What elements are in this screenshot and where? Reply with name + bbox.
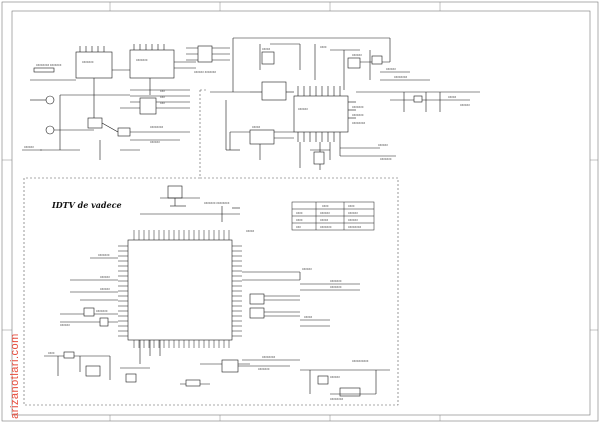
tuner-pin-labels: XXXXXXXX XXXXXXX XXXXXXX XXXXXXX XXXXXXX… (24, 59, 165, 149)
svg-text:XXXXX: XXXXX (246, 230, 255, 233)
decoder-top-parts (140, 185, 240, 222)
svg-text:XXXXXXX: XXXXXXX (352, 114, 364, 117)
svg-text:XXXX: XXXX (296, 212, 303, 215)
svg-text:XXXXXX: XXXXXX (352, 54, 362, 57)
decoder-right-labels: XXXXXX XXXXXXX XXXXXXX XXXXX XXXXXXXX XX… (258, 268, 342, 371)
svg-text:XXXXXX: XXXXXX (348, 212, 358, 215)
svg-text:XXXXXXX: XXXXXXX (96, 310, 108, 313)
svg-text:XXXXXXX: XXXXXXX (352, 106, 364, 109)
svg-text:XXXX: XXXX (296, 219, 303, 222)
bottom-connector-labels: XXXXXXXXXX XXXXXX XXXXXXXX (330, 360, 369, 401)
decoder-left-peripherals (44, 257, 161, 383)
svg-text:XXXXX: XXXXX (262, 48, 271, 51)
svg-text:XXXXXXX: XXXXXXX (330, 286, 342, 289)
svg-text:XXXXXX: XXXXXX (60, 324, 70, 327)
svg-text:XXXXXXX: XXXXXXX (330, 280, 342, 283)
svg-text:XXXXXX XXXXXXX: XXXXXX XXXXXXX (194, 71, 216, 74)
dashed-boundaries (23, 89, 399, 406)
svg-text:XXXXX: XXXXX (320, 219, 329, 222)
svg-text:XXXXXX: XXXXXX (330, 376, 340, 379)
svg-text:XXXXXXXXXX: XXXXXXXXXX (352, 360, 369, 363)
audio-video-labels: XXXXX XXXX XXXXXX XXXXXX XXXXXXXX XXXXXX… (252, 46, 470, 161)
switch-group-labels: XXXXXX XXXXXXX (194, 71, 216, 74)
svg-text:XXXXXXX: XXXXXXX (82, 61, 94, 64)
svg-text:XXXXXX: XXXXXX (298, 108, 308, 111)
svg-text:XXXXXXX: XXXXXXX (320, 226, 332, 229)
svg-text:XXXX: XXXX (48, 352, 55, 355)
svg-text:XXXXXX: XXXXXX (100, 276, 110, 279)
decoder-ic-pins (118, 230, 242, 348)
svg-text:XXXXXX: XXXXXX (24, 146, 34, 149)
svg-text:XXXXX: XXXXX (304, 316, 313, 319)
decoder-ic (127, 239, 233, 341)
svg-text:XXXXXXX: XXXXXXX (98, 254, 110, 257)
svg-text:XXXXXXX: XXXXXXX (136, 59, 148, 62)
svg-text:XXXXXX: XXXXXX (320, 212, 330, 215)
svg-text:XXXXXXXX: XXXXXXXX (150, 126, 163, 129)
tuner-block (22, 44, 196, 160)
svg-text:XXXXXXXX: XXXXXXXX (330, 398, 343, 401)
svg-text:XXXX: XXXX (348, 205, 355, 208)
watermark: arizanotlari.com (8, 333, 21, 419)
svg-text:XXXXXXXX: XXXXXXXX (262, 356, 275, 359)
svg-text:XXXXXX: XXXXXX (150, 141, 160, 144)
svg-text:XXXXXXXX: XXXXXXXX (394, 76, 407, 79)
svg-text:XXX: XXX (160, 102, 165, 105)
svg-text:XXXX: XXXX (322, 205, 329, 208)
svg-text:XXX: XXX (160, 90, 165, 93)
svg-text:XXXXXX: XXXXXX (378, 144, 388, 147)
svg-text:XXXXXXXX XXXXXXX: XXXXXXXX XXXXXXX (36, 64, 62, 67)
section-title: IDTV de vadece (52, 200, 122, 210)
svg-text:XXX: XXX (160, 96, 165, 99)
svg-text:XXXXXXXX: XXXXXXXX (348, 226, 361, 229)
svg-text:XXXXXX: XXXXXX (302, 268, 312, 271)
svg-text:XXXXXX: XXXXXX (100, 288, 110, 291)
decoder-right-bus (180, 271, 360, 387)
decoder-left-labels: XXXXXXX XXXXXX XXXXXX XXXXXXX XXXXXX XXX… (48, 254, 110, 355)
decoder-top-labels: XXXXXXX XXXXXXXX XXXXX (204, 202, 255, 233)
svg-text:XXXXX: XXXXX (448, 96, 457, 99)
svg-text:XXXXXXX: XXXXXXX (380, 158, 392, 161)
svg-text:XXXXXX: XXXXXX (460, 104, 470, 107)
svg-text:XXXX: XXXX (320, 46, 327, 49)
svg-text:XXXXXX: XXXXXX (348, 219, 358, 222)
audio-video-block (210, 37, 480, 170)
switch-group (186, 45, 230, 63)
svg-text:XXXXXXX XXXXXXXX: XXXXXXX XXXXXXXX (204, 202, 230, 205)
frame-ticks (2, 2, 598, 421)
svg-text:XXX: XXX (296, 226, 301, 229)
svg-text:XXXXXXXX: XXXXXXXX (352, 122, 365, 125)
svg-text:XXXXXXX: XXXXXXX (258, 368, 270, 371)
svg-text:XXXXX: XXXXX (252, 126, 261, 129)
bottom-connector (300, 369, 390, 397)
reference-table (291, 201, 375, 231)
svg-text:XXXXXX: XXXXXX (386, 68, 396, 71)
